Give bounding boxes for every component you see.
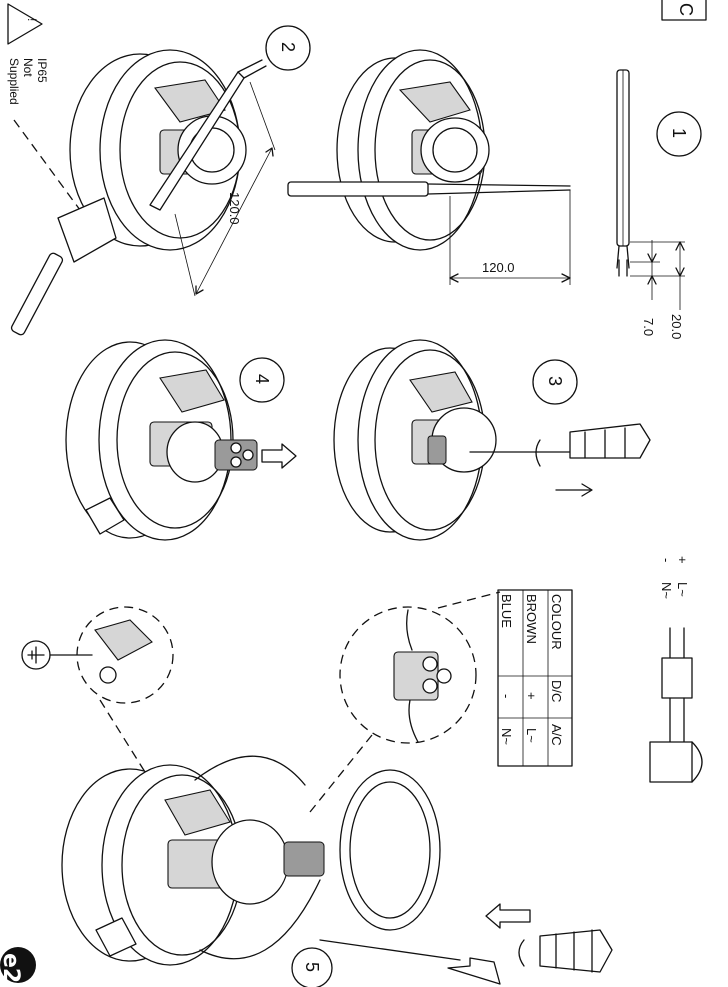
step-3-housing: 3	[333, 339, 651, 541]
leader-dashed-line	[13, 119, 81, 211]
polarity-live: L~	[675, 582, 690, 597]
step-1-number: 1	[669, 128, 689, 138]
step-3-badge	[532, 359, 578, 405]
insert-arrow-icon	[485, 903, 531, 929]
polarity-legend: + - L~ N~	[649, 556, 703, 783]
step-2-badge	[265, 25, 311, 71]
table-cell-brown: BROWN	[524, 594, 539, 644]
lamp-symbol	[691, 741, 703, 783]
page-letter: C	[676, 3, 696, 16]
connector-zoom-detail	[309, 591, 501, 813]
screwdriver-handle-icon	[447, 957, 501, 985]
polarity-plus: +	[675, 556, 690, 564]
step-2-number: 2	[278, 42, 298, 52]
warning-line-2: Not	[21, 58, 35, 77]
cable-length-b: 120.0	[482, 260, 515, 275]
step-5-housing: 5	[61, 755, 613, 987]
strip-length-inner: 7.0	[641, 318, 656, 336]
warning-triangle-icon: !	[7, 3, 43, 45]
warning-line-3: Supplied	[7, 58, 21, 105]
step-4-number: 4	[252, 374, 272, 384]
step-1-badge	[656, 111, 702, 157]
step-4-housing: 4	[65, 339, 297, 541]
cable-length-a: 120.0	[227, 192, 242, 225]
rotate-arrow-icon	[535, 439, 541, 467]
polarity-neutral: N~	[659, 582, 674, 599]
page-letter-box: C	[661, 0, 707, 21]
table-cell-blue-ac: N~	[499, 728, 514, 745]
polarity-minus: -	[659, 558, 674, 562]
step-4-badge	[239, 357, 285, 403]
step-5-badge	[291, 947, 333, 987]
pull-arrow-icon	[555, 483, 593, 497]
table-header-dc: D/C	[549, 680, 564, 702]
warning-label: IP65 Not Supplied	[7, 58, 49, 105]
table-cell-blue: BLUE	[499, 594, 514, 628]
table-header-colour: COLOUR	[549, 594, 564, 650]
table-cell-brown-ac: L~	[524, 728, 539, 743]
brand-logo: e2	[0, 947, 36, 983]
logo-text: e2	[0, 953, 23, 983]
fuse-symbol	[661, 657, 693, 699]
wiring-table: COLOUR D/C A/C BROWN + L~ BLUE - N~	[497, 589, 573, 767]
warning-line-1: IP65	[35, 58, 49, 83]
step-1-cable: 20.0 7.0 1	[616, 69, 702, 339]
strip-length-outer: 20.0	[669, 314, 684, 339]
step-5-number: 5	[302, 962, 322, 972]
table-cell-brown-dc: +	[524, 692, 539, 700]
cover-plate	[339, 769, 441, 931]
step-2-housing: 120.0 2	[10, 25, 311, 336]
housing-top-center: 120.0	[287, 49, 571, 285]
push-arrow-icon	[261, 443, 297, 469]
step-3-number: 3	[545, 376, 565, 386]
earth-detail	[21, 606, 174, 781]
table-cell-blue-dc: -	[499, 694, 514, 698]
table-header-ac: A/C	[549, 724, 564, 746]
svg-text:!: !	[25, 18, 39, 21]
tighten-arrow-icon	[518, 939, 525, 967]
